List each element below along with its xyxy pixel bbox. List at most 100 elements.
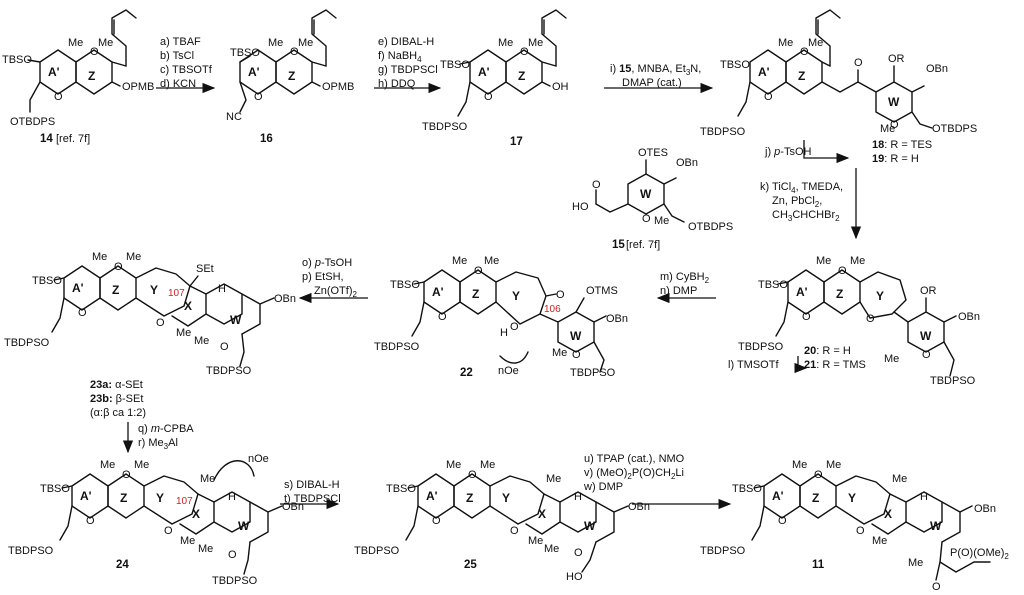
svg-text:O: O [156, 317, 165, 329]
svg-text:O: O [164, 525, 173, 537]
svg-text:Y: Y [150, 283, 158, 297]
svg-text:OBn: OBn [274, 293, 296, 305]
svg-text:W: W [930, 519, 942, 533]
atom-number: 107 [176, 496, 193, 507]
svg-text:Me: Me [880, 123, 895, 135]
svg-text:O: O [778, 515, 787, 527]
svg-text:20: R = H: 20: R = H [804, 345, 851, 357]
compound-label: 24 [116, 559, 129, 571]
compound-label: 14 [40, 133, 53, 145]
svg-text:O: O [572, 349, 581, 361]
ref-label: [ref. 7f] [56, 133, 90, 145]
svg-text:OBn: OBn [606, 313, 628, 325]
svg-text:OBn: OBn [926, 63, 948, 75]
svg-text:Me: Me [126, 251, 141, 263]
svg-text:TBDPSO: TBDPSO [700, 126, 746, 138]
svg-text:Me: Me [176, 327, 191, 339]
conditions-j: j) p-TsOH [764, 146, 812, 158]
svg-text:Me: Me [92, 251, 107, 263]
svg-text:Z: Z [812, 491, 819, 505]
compound-label: 17 [510, 136, 523, 148]
svg-text:TBSO: TBSO [230, 47, 260, 59]
svg-text:O: O [122, 469, 131, 481]
svg-text:O: O [802, 311, 811, 323]
svg-text:O: O [838, 265, 847, 277]
svg-text:i) 15, MNBA, Et3N,: i) 15, MNBA, Et3N, [610, 63, 701, 77]
svg-text:O: O [592, 179, 601, 191]
svg-text:O: O [890, 119, 899, 131]
conditions-m-n: m) CyBH2 n) DMP [660, 271, 710, 297]
svg-text:Me: Me [528, 535, 543, 547]
svg-text:m) CyBH2: m) CyBH2 [660, 271, 710, 285]
svg-text:A': A' [432, 285, 444, 299]
svg-text:23b: β-SEt: 23b: β-SEt [90, 393, 143, 405]
svg-text:O: O [90, 46, 99, 58]
svg-text:f) NaBH4: f) NaBH4 [378, 50, 422, 64]
conditions-a-d: a) TBAF b) TsCl c) TBSOTf d) KCN [160, 36, 213, 90]
svg-text:A': A' [426, 489, 438, 503]
svg-text:H: H [218, 283, 226, 295]
me-label: Me [68, 37, 83, 49]
svg-text:O: O [228, 549, 237, 561]
svg-text:H: H [500, 327, 508, 339]
svg-text:X: X [184, 299, 192, 313]
svg-text:Y: Y [156, 491, 164, 505]
reaction-arrow [794, 356, 808, 374]
svg-text:TBSO: TBSO [440, 59, 470, 71]
svg-text:TBDPSO: TBDPSO [738, 341, 784, 353]
svg-text:19: R = H: 19: R = H [872, 153, 919, 165]
svg-text:Z: Z [836, 287, 843, 301]
svg-text:Me: Me [826, 459, 841, 471]
atom-number: 106 [544, 304, 561, 315]
svg-text:OBn: OBn [676, 157, 698, 169]
svg-text:O: O [220, 341, 229, 353]
svg-text:q) m-CPBA: q) m-CPBA [138, 423, 194, 435]
svg-text:O: O [800, 46, 809, 58]
svg-text:p) EtSH,: p) EtSH, [302, 271, 344, 283]
svg-text:W: W [570, 329, 582, 343]
svg-text:O: O [642, 213, 651, 225]
svg-text:SEt: SEt [196, 263, 214, 275]
svg-text:TBDPSO: TBDPSO [700, 545, 746, 557]
svg-text:Me: Me [446, 459, 461, 471]
compound-11: TBSO Me Me Me OBn TBDPSO P(O)(OMe)2 O Me… [700, 459, 1009, 593]
svg-text:O: O [510, 321, 519, 333]
compound-label: 11 [812, 559, 825, 571]
svg-text:Z: Z [112, 283, 119, 297]
atom-number: 107 [168, 288, 185, 299]
svg-text:TBDPSO: TBDPSO [354, 545, 400, 557]
svg-text:O: O [764, 91, 773, 103]
svg-text:TBDPSO: TBDPSO [422, 121, 468, 133]
svg-text:v) (MeO)2P(O)CH2Li: v) (MeO)2P(O)CH2Li [584, 467, 684, 481]
svg-text:TBSO: TBSO [32, 275, 62, 287]
conditions-e-h: e) DIBAL-H f) NaBH4 g) TBDPSCl h) DDQ [378, 36, 438, 90]
svg-text:TBDPSO: TBDPSO [212, 575, 258, 587]
svg-text:Me: Me [452, 255, 467, 267]
svg-text:A': A' [772, 489, 784, 503]
svg-text:Me: Me [654, 215, 669, 227]
svg-text:Me: Me [884, 353, 899, 365]
svg-text:Me: Me [298, 37, 313, 49]
svg-text:Me: Me [816, 255, 831, 267]
svg-text:Me: Me [198, 543, 213, 555]
svg-text:OH: OH [552, 81, 569, 93]
svg-text:n) DMP: n) DMP [660, 285, 697, 297]
svg-text:Me: Me [850, 255, 865, 267]
svg-text:O: O [866, 313, 875, 325]
svg-text:O: O [510, 525, 519, 537]
svg-text:Z: Z [120, 491, 127, 505]
compound-label: 25 [464, 559, 477, 571]
svg-text:18: R = TES: 18: R = TES [872, 139, 932, 151]
svg-text:OR: OR [888, 53, 905, 65]
svg-text:Me: Me [892, 473, 907, 485]
compound-15: OTES OBn HO O Me OTBDPS O W 15 [ref. 7f] [572, 147, 733, 251]
conditions-i: i) 15, MNBA, Et3N, DMAP (cat.) [610, 63, 701, 89]
svg-text:TBSO: TBSO [386, 483, 416, 495]
svg-text:Me: Me [808, 37, 823, 49]
compound-label: 15 [612, 239, 625, 251]
svg-text:O: O [814, 469, 823, 481]
svg-text:Y: Y [848, 491, 856, 505]
conditions-u-w: u) TPAP (cat.), NMO v) (MeO)2P(O)CH2Li w… [583, 453, 685, 493]
svg-text:Me: Me [484, 255, 499, 267]
svg-text:A': A' [80, 489, 92, 503]
